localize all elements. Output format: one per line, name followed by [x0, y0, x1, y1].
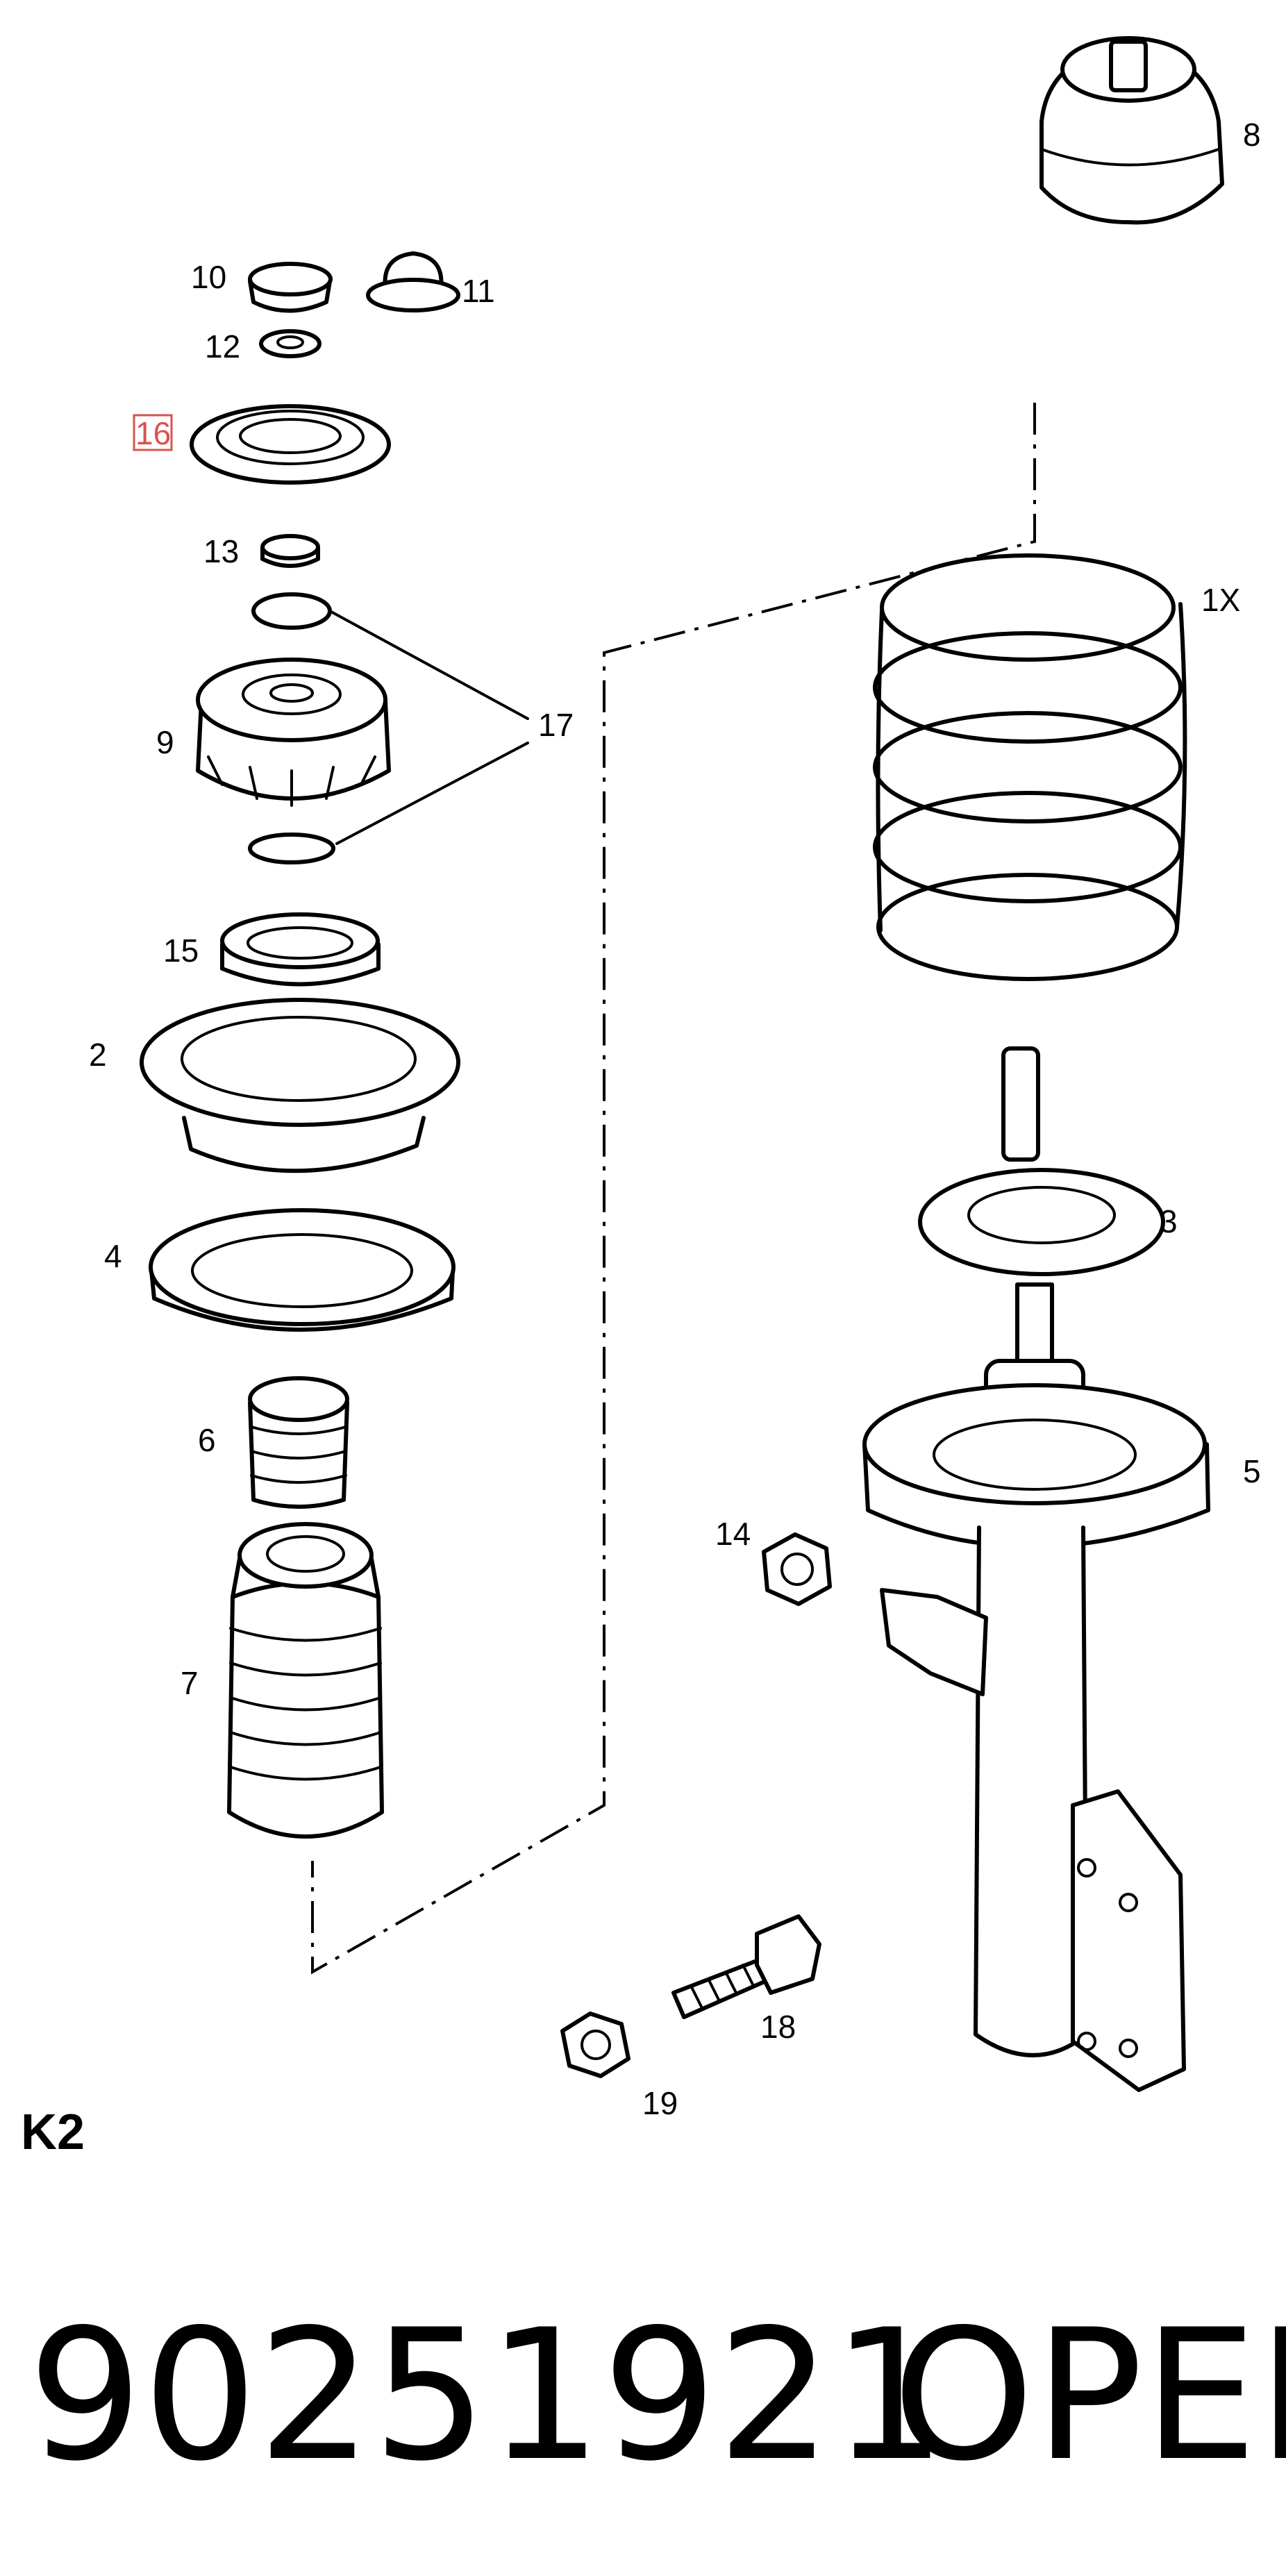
- part-9-strut-mount: [196, 658, 391, 807]
- callout-13: 13: [203, 533, 239, 569]
- part-18-bolt: [671, 1914, 821, 2019]
- part-5-strut-assembly: [862, 1046, 1210, 2092]
- part-19-nut: [560, 2012, 631, 2078]
- part-16-bearing-ring: [190, 404, 391, 485]
- callout-11: 11: [462, 273, 495, 309]
- callout-7: 7: [181, 1665, 199, 1701]
- callout-18: 18: [760, 2009, 796, 2045]
- part-12-small-nut: [259, 329, 322, 358]
- part-11-nut-cap: [366, 251, 460, 312]
- part-4-insulator: [149, 1208, 456, 1332]
- callout-15: 15: [163, 932, 199, 969]
- callout-10: 10: [191, 259, 226, 295]
- part-2-spring-seat: [140, 998, 460, 1173]
- part-15-ring: [220, 912, 381, 987]
- callout-16-highlight-box: [133, 414, 173, 451]
- part-10-cap: [248, 262, 333, 313]
- part-14-nut-hole: [780, 1553, 814, 1586]
- part-7-dust-boot: [227, 1522, 384, 1839]
- part-19-nut-hole: [581, 2030, 611, 2060]
- callout-8: 8: [1243, 117, 1261, 153]
- callout-6: 6: [198, 1422, 216, 1458]
- brand-name: OPEL: [892, 2291, 1286, 2501]
- callout-5: 5: [1243, 1453, 1261, 1489]
- callout-2: 2: [89, 1037, 107, 1073]
- part-14-nut: [762, 1532, 832, 1606]
- part-number: 90251921: [28, 2291, 946, 2501]
- assembly-outline: [311, 403, 1036, 1975]
- part-1x-coil-spring: [873, 553, 1187, 981]
- callout-17: 17: [538, 707, 574, 743]
- part-13-nut: [260, 534, 320, 568]
- callout-19: 19: [642, 2085, 678, 2121]
- leader-line-17b: [335, 742, 529, 845]
- callout-12: 12: [205, 328, 240, 365]
- callout-1x: 1X: [1201, 582, 1240, 618]
- leader-line-17a: [328, 610, 529, 720]
- callout-16: 16: [135, 415, 171, 451]
- callout-9: 9: [156, 724, 174, 760]
- section-code: K2: [21, 2105, 85, 2160]
- part-6-bump-stop: [248, 1376, 349, 1509]
- callout-3: 3: [1160, 1203, 1178, 1239]
- part-17-washer-top: [251, 592, 332, 630]
- part-8-mount-cap: [1039, 36, 1224, 225]
- part-17-washer-bottom: [248, 833, 335, 864]
- part-3-spring-seat: [918, 1168, 1165, 1276]
- callout-4: 4: [104, 1238, 122, 1274]
- callout-14: 14: [715, 1516, 751, 1552]
